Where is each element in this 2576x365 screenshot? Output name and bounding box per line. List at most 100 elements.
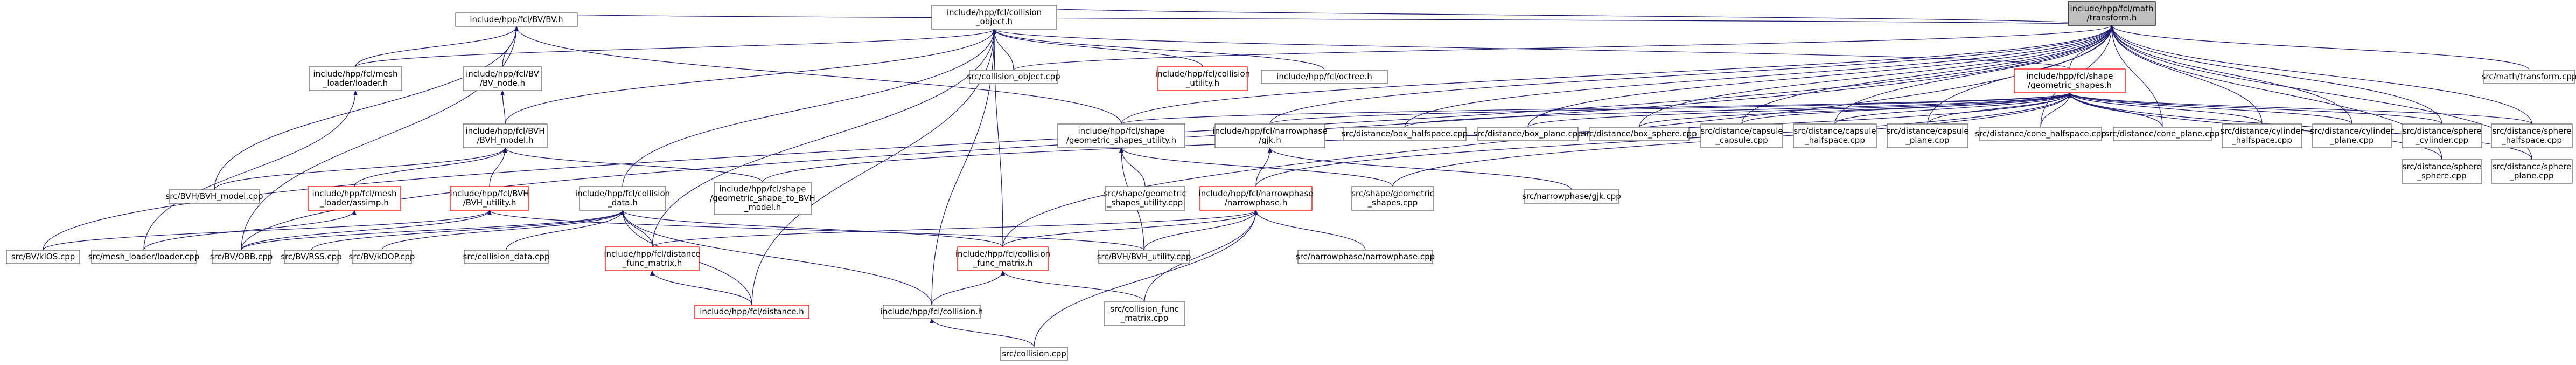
node-cone-plane[interactable]: src/distance/cone_plane.cpp [2105, 127, 2220, 141]
node-shape-to-bvh[interactable]: include/hpp/fcl/shape/geometric_shape_to… [710, 182, 815, 215]
node-box [1105, 186, 1185, 211]
node-label: /transform.h [2087, 13, 2137, 23]
node-label: src/BVH/BVH_model.cpp [165, 191, 263, 202]
edge-coll_func_matrix-to-coll_data [620, 210, 1003, 247]
node-label: _data.h [607, 198, 638, 208]
node-label: include/hpp/fcl/distance.h [700, 307, 804, 316]
node-mesh-loader[interactable]: include/hpp/fcl/mesh_loader/loader.h [309, 66, 402, 91]
node-coll-data[interactable]: include/hpp/fcl/collision_data.h [575, 186, 670, 211]
node-label: include/hpp/fcl/math [2070, 4, 2154, 13]
node-bv-node[interactable]: include/hpp/fcl/BV/BV_node.h [463, 66, 542, 91]
edge-mesh_loader_cpp-to-mesh_loader [143, 90, 358, 251]
node-cone-halfspace[interactable]: src/distance/cone_halfspace.cpp [1975, 127, 2106, 141]
node-label: /gjk.h [1259, 135, 1281, 145]
node-narrowphase-h: include/hpp/fcl/narrowphase/narrowphase.… [1199, 186, 1313, 211]
node-shape-util-cpp[interactable]: src/shape/geometric_shapes_utility.cpp [1104, 186, 1186, 211]
node-kdop[interactable]: src/BV/kDOP.cpp [349, 250, 415, 264]
file-nodes: include/hpp/fcl/math/transform.h src/math… [6, 1, 2576, 361]
node-box [464, 250, 549, 264]
node-coll-data-cpp[interactable]: src/collision_data.cpp [463, 250, 550, 264]
node-capsule-plane[interactable]: src/distance/capsule_plane.cpp [1886, 123, 1969, 148]
node-box-plane[interactable]: src/distance/box_plane.cpp [1473, 127, 1583, 141]
node-label: src/distance/cylinder [2310, 126, 2394, 136]
node-root[interactable]: include/hpp/fcl/math/transform.h [2068, 1, 2156, 26]
edge-octree-to-coll_obj [992, 29, 1325, 71]
node-label: include/hpp/fcl/collision [1155, 69, 1250, 79]
node-label: _func_matrix.h [622, 258, 682, 268]
node-label: include/hpp/fcl/collision [955, 249, 1050, 259]
node-cyl-halfspace[interactable]: src/distance/cylinder_halfspace.cpp [2220, 123, 2305, 148]
node-mesh-loader-cpp[interactable]: src/mesh_loader/loader.cpp [88, 250, 199, 264]
node-box [1343, 127, 1467, 141]
node-bvh-model-cpp[interactable]: src/BVH/BVH_model.cpp [165, 189, 263, 204]
node-box [352, 250, 412, 264]
edge-box_sphere-to-shape_geo [1639, 92, 2072, 128]
node-box [1979, 127, 2102, 141]
node-box [2491, 123, 2573, 148]
node-label: _shapes.cpp [1367, 198, 1418, 208]
node-label: include/hpp/fcl/collision [575, 189, 670, 198]
edge-assimp-to-bvh_model [354, 147, 507, 187]
node-box-halfspace[interactable]: src/distance/box_halfspace.cpp [1342, 127, 1468, 141]
edge-shape_utility-to-root [1121, 25, 2114, 125]
edge-shape_util_cpp-to-shape_utility [1119, 147, 1146, 187]
node-sphere-halfspace[interactable]: src/distance/sphere_halfspace.cpp [2491, 123, 2573, 148]
edge-sphere_cyl-to-root [2110, 25, 2442, 125]
node-obb[interactable]: src/BV/OBB.cpp [210, 250, 273, 264]
node-box [714, 182, 812, 215]
node-bvh[interactable]: include/hpp/fcl/BV/BV.h [455, 12, 578, 27]
node-label: src/BV/RSS.cpp [281, 252, 342, 261]
node-label: src/distance/cone_plane.cpp [2105, 129, 2220, 139]
node-label: src/BV/kDOP.cpp [349, 252, 415, 261]
node-box [1000, 347, 1068, 361]
node-octree[interactable]: include/hpp/fcl/octree.h [1261, 70, 1388, 84]
edge-collision_h-to-coll_func_matrix [931, 270, 1005, 306]
node-cyl-plane[interactable]: src/distance/cylinder_plane.cpp [2310, 123, 2395, 148]
node-kios[interactable]: src/BV/kIOS.cpp [6, 250, 80, 264]
node-capsule-capsule[interactable]: src/distance/capsule_capsule.cpp [1700, 123, 1783, 148]
node-coll-func-matrix-cpp[interactable]: src/collision_func_matrix.cpp [1104, 301, 1185, 326]
node-narrowphase-cpp[interactable]: src/narrowphase/narrowphase.cpp [1296, 250, 1435, 264]
node-math-cpp[interactable]: src/math/transform.cpp [2482, 70, 2576, 84]
node-box [1104, 301, 1185, 326]
node-coll-obj[interactable]: include/hpp/fcl/collision_object.h [931, 5, 1057, 30]
node-narrowphase-gjk[interactable]: include/hpp/fcl/narrowphase/gjk.h [1213, 123, 1328, 148]
node-label: _object.h [975, 17, 1013, 27]
node-gjk-cpp[interactable]: src/narrowphase/gjk.cpp [1522, 189, 1621, 204]
node-sphere-cyl[interactable]: src/distance/sphere_cylinder.cpp [2402, 123, 2482, 148]
edge-cyl_halfspace-to-shape_geo [2068, 92, 2263, 125]
node-shape-utility[interactable]: include/hpp/fcl/shape/geometric_shapes_u… [1057, 123, 1185, 148]
node-bvh-model[interactable]: include/hpp/fcl/BVH/BVH_model.h [463, 123, 548, 148]
node-label: /BVH_utility.h [463, 198, 516, 208]
node-box [1297, 250, 1433, 264]
node-label: src/collision_object.cpp [967, 72, 1060, 82]
edge-sphere_halfspace-to-shape_geo [2068, 92, 2532, 125]
node-label: src/distance/sphere [2403, 126, 2482, 136]
node-sphere-plane[interactable]: src/distance/sphere_plane.cpp [2491, 159, 2573, 184]
node-label: src/narrowphase/narrowphase.cpp [1296, 252, 1435, 261]
node-geo-shapes-cpp[interactable]: src/shape/geometric_shapes.cpp [1351, 186, 1434, 211]
node-collision-h[interactable]: include/hpp/fcl/collision.h [881, 305, 983, 319]
node-box [2113, 127, 2212, 141]
node-label: src/distance/cylinder [2220, 126, 2304, 136]
node-rss[interactable]: src/BV/RSS.cpp [281, 250, 342, 264]
edge-kdop-to-coll_data [381, 210, 625, 251]
edge-bvh_utility_cpp-to-bvh_utility [487, 210, 1144, 251]
node-label: include/hpp/fcl/narrowphase [1213, 126, 1328, 136]
node-label: include/hpp/fcl/collision.h [881, 307, 983, 316]
node-box-sphere[interactable]: src/distance/box_sphere.cpp [1582, 127, 1697, 141]
node-box [1700, 123, 1783, 148]
edge-cone_plane-to-shape_geo [2068, 92, 2163, 128]
node-collision-cpp[interactable]: src/collision.cpp [1000, 347, 1068, 361]
edge-math_cpp-to-root [2110, 25, 2530, 71]
node-sphere-sphere[interactable]: src/distance/sphere_sphere.cpp [2402, 159, 2482, 184]
node-box [2222, 123, 2302, 148]
edge-narrowphase_cpp-to-narrowphase_h [1254, 210, 1366, 251]
node-label: src/distance/box_plane.cpp [1473, 129, 1583, 139]
node-capsule-halfspace[interactable]: src/distance/capsule_halfspace.cpp [1793, 123, 1877, 148]
node-coll-obj-cpp[interactable]: src/collision_object.cpp [967, 70, 1060, 84]
edge-coll_func_matrix-to-narrowphase_h [1002, 210, 1258, 247]
node-bvh-utility-cpp[interactable]: src/BVH/BVH_utility.cpp [1097, 250, 1191, 264]
edge-narrowphase_gjk-to-shape_geo [1269, 92, 2072, 125]
